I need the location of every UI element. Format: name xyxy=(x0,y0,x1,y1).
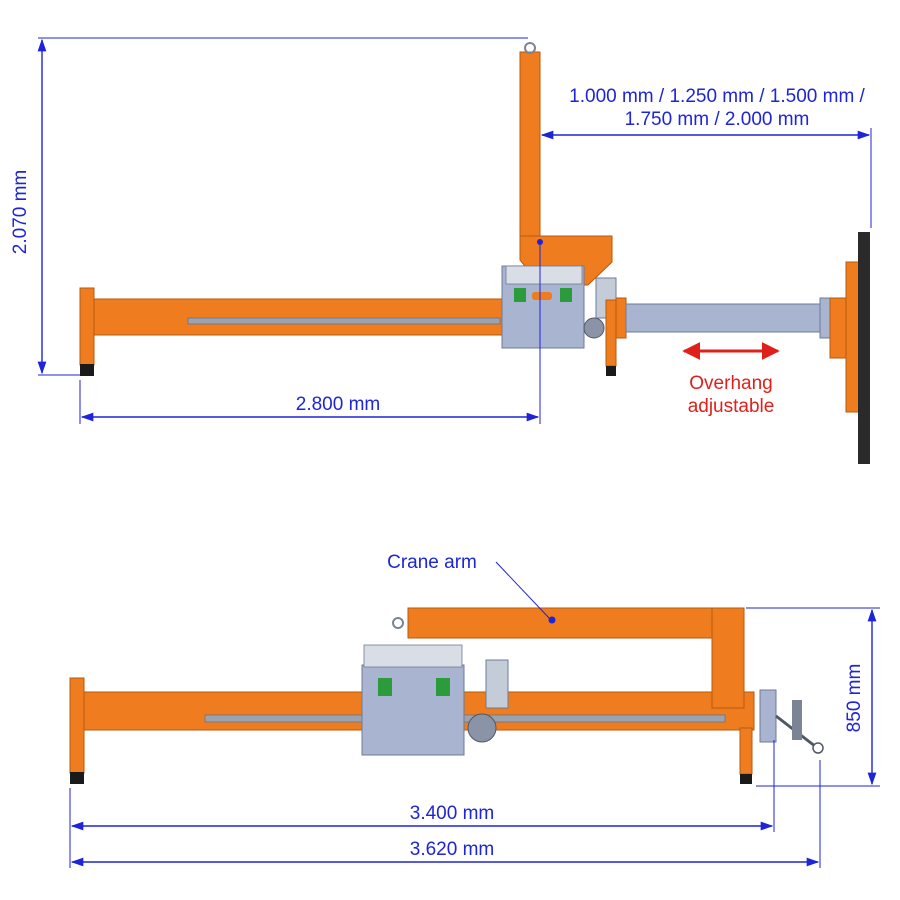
dim-height-850-label: 850 mm xyxy=(844,664,865,733)
side-left-end-plate xyxy=(69,677,85,774)
dim-length-3400-label: 3.400 mm xyxy=(410,803,494,824)
top-left-end-plate xyxy=(79,287,95,366)
dim-overhang-label-line2: 1.750 mm / 2.000 mm xyxy=(625,109,810,130)
top-view-dimensions: 2.070 mm 1.000 mm / 1.250 mm / 1.500 mm … xyxy=(10,37,872,424)
top-carriage-lid xyxy=(505,265,583,285)
top-left-foot xyxy=(80,364,94,376)
side-view xyxy=(69,607,824,784)
crane-arm-label: Crane arm xyxy=(387,552,477,573)
side-head-pad xyxy=(792,700,802,740)
dim-overhang-label-line1: 1.000 mm / 1.250 mm / 1.500 mm / xyxy=(569,86,865,107)
top-gearbox xyxy=(583,317,605,339)
top-extension-arm xyxy=(625,303,823,333)
top-suction-pad-lower xyxy=(858,352,870,464)
top-carriage-clamp-right xyxy=(560,288,572,302)
top-flange xyxy=(615,297,627,339)
side-carriage-clamp-left xyxy=(378,678,392,696)
dim-length-3620-label: 3.620 mm xyxy=(410,839,494,860)
side-view-dimensions: Crane arm 850 mm 3.400 mm 3.620 mm xyxy=(69,552,880,868)
top-lifting-eye-icon xyxy=(524,42,536,54)
top-pivot-marker-icon xyxy=(537,239,543,245)
side-head-flange xyxy=(759,689,777,743)
side-right-foot xyxy=(740,774,752,784)
top-suction-pad-upper xyxy=(858,232,870,352)
side-carriage-lid xyxy=(363,644,463,668)
side-gearbox xyxy=(467,713,497,743)
top-main-beam xyxy=(91,298,513,336)
side-motor xyxy=(485,659,509,709)
top-vertical-arm xyxy=(519,51,541,253)
top-carriage-slot xyxy=(532,292,552,300)
side-crane-arm-drop xyxy=(711,607,745,709)
top-beam-rail xyxy=(187,317,501,325)
overhang-note-line1: Overhang xyxy=(689,373,772,394)
overhang-note-line2: adjustable xyxy=(688,396,775,417)
top-carriage-clamp-left xyxy=(514,288,526,302)
crane-arm-marker-icon xyxy=(548,616,556,624)
dim-height-2070-label: 2.070 mm xyxy=(10,170,31,254)
dim-length-2800-label: 2.800 mm xyxy=(296,394,380,415)
side-head-pivot xyxy=(812,742,824,754)
top-end-flange xyxy=(819,297,831,339)
side-beam-rail xyxy=(204,714,726,723)
crane-arm-leader xyxy=(495,561,551,620)
side-right-leg xyxy=(739,727,753,775)
side-crane-arm xyxy=(407,607,745,639)
top-right-leg xyxy=(605,299,617,367)
top-head-bracket xyxy=(845,261,861,413)
top-view xyxy=(79,42,870,464)
side-left-foot xyxy=(70,772,84,784)
top-right-foot xyxy=(606,366,616,376)
side-carriage-clamp-right xyxy=(436,678,450,696)
side-arm-tip-eye-icon xyxy=(392,617,404,629)
